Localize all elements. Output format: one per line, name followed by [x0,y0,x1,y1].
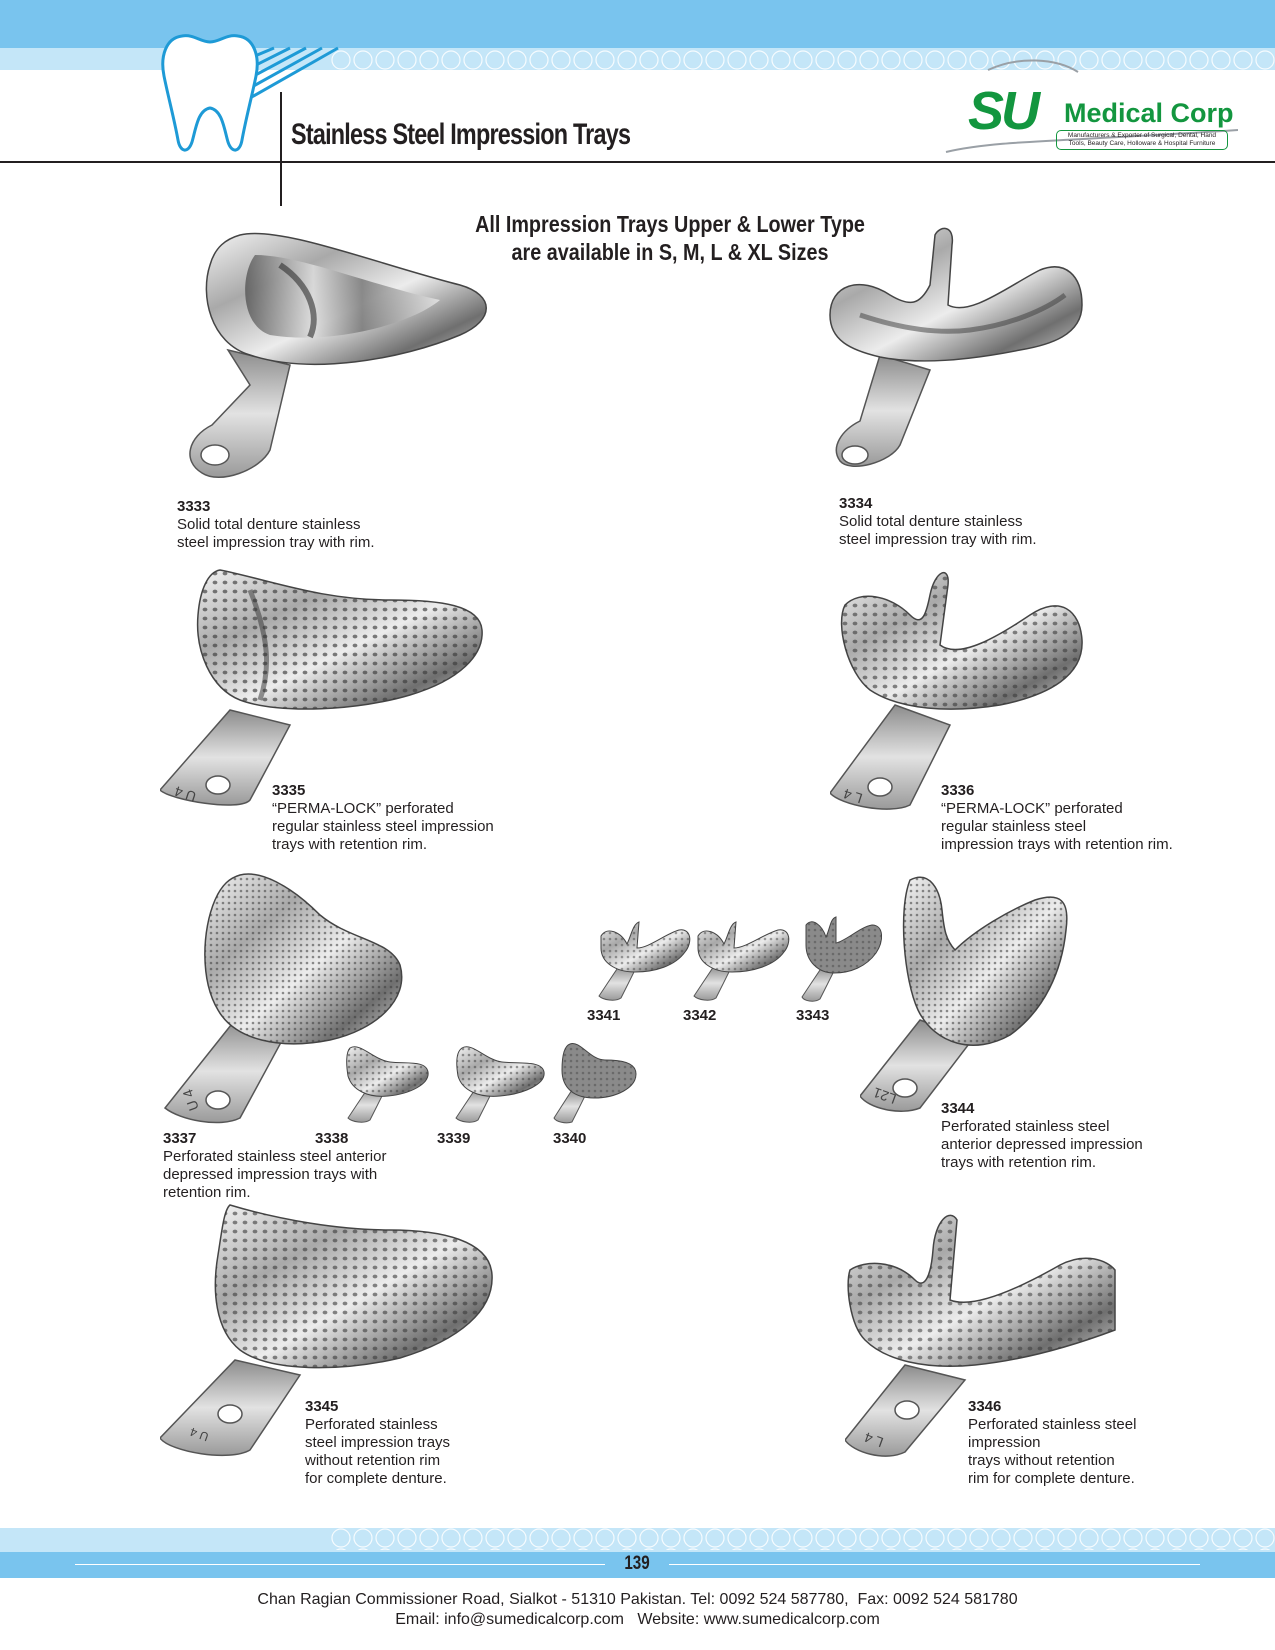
tray-image-3342 [693,921,790,1001]
tray-size-mark: L 4 [862,1429,885,1451]
tray-image-3341 [598,921,691,1001]
availability-headline: All Impression Trays Upper & Lower Type … [438,210,902,266]
tray-image-3338 [346,1046,429,1123]
tray-image-3339 [455,1046,545,1123]
tray-image-3334 [829,227,1083,467]
logo-mark: SU [968,81,1040,141]
product-code: 3345 [305,1398,339,1415]
product-caption-3334: 3334 Solid total denture stainless steel… [839,495,1037,549]
tooth-icon [161,34,259,152]
product-code: 3337 [163,1130,197,1147]
logo-tagline: Manufacturers & Exporter of Surgical, De… [1056,130,1228,150]
product-code: 3344 [941,1100,975,1117]
page-title: Stainless Steel Impression Trays [291,118,631,151]
product-caption-3337: 3337 Perforated stainless steel anterior… [163,1130,386,1202]
tray-image-3337: U 4 [163,873,403,1124]
tray-image-3336: L 4 [830,572,1083,810]
blue-stripes-ornament [250,46,339,100]
footer-address: Chan Ragian Commissioner Road, Sialkot -… [257,1591,1018,1608]
tray-image-3346: L 4 [845,1214,1116,1457]
product-code: 3335 [272,782,306,799]
product-code-3341: 3341 [587,1007,621,1024]
product-code-3340: 3340 [553,1130,587,1147]
product-description: Solid total denture stainless steel impr… [839,513,1037,548]
product-code-3343: 3343 [796,1007,830,1024]
footer-contact: Chan Ragian Commissioner Road, Sialkot -… [0,1590,1275,1630]
product-code-3339: 3339 [437,1130,471,1147]
product-code: 3336 [941,782,975,799]
footer-loop-ornament [330,1528,1275,1550]
product-caption-3344: 3344 Perforated stainless steel anterior… [941,1100,1143,1172]
tray-size-mark: U 4 [179,1087,202,1113]
brand-logo: SU Medical Corp Manufacturers & Exporter… [938,52,1238,162]
product-code-3338: 3338 [315,1130,349,1147]
footer-email-website: Email: info@sumedicalcorp.com Website: w… [395,1611,880,1628]
product-caption-3345: 3345 Perforated stainless steel impressi… [305,1398,450,1488]
logo-swoosh-icon [945,59,1238,153]
product-caption-3335: 3335 “PERMA-LOCK” perforated regular sta… [272,782,494,854]
product-description: Perforated stainless steel impression tr… [305,1416,451,1487]
tray-size-mark: U 4 [172,783,198,805]
tray-image-3344: L21 [860,876,1068,1112]
header-vertical-rule [280,92,282,206]
product-caption-3346: 3346 Perforated stainless steel impressi… [968,1398,1136,1488]
product-code: 3334 [839,495,873,512]
tray-size-mark: L21 [871,1084,899,1107]
tray-image-3345: U 4 [160,1204,493,1457]
product-code: 3346 [968,1398,1002,1415]
tray-image-3335: U 4 [160,569,483,806]
header-loop-ornament [330,50,1275,70]
headline-line-2: are available in S, M, L & XL Sizes [511,239,829,265]
page-number: 139 [605,1553,669,1575]
tray-size-mark: L 4 [841,786,864,807]
product-description: Perforated stainless steel impression tr… [968,1416,1137,1487]
headline-line-1: All Impression Trays Upper & Lower Type [475,211,865,237]
product-description: “PERMA-LOCK” perforated regular stainles… [941,800,1173,853]
header-rule [0,161,1275,163]
product-code-3342: 3342 [683,1007,717,1024]
tray-size-mark: U 4 [188,1424,211,1444]
logo-name: Medical Corp [1064,98,1234,128]
tray-image-3333 [189,232,487,478]
product-description: “PERMA-LOCK” perforated regular stainles… [272,800,494,853]
product-description: Solid total denture stainless steel impr… [177,516,375,551]
product-description: Perforated stainless steel anterior depr… [163,1148,387,1201]
product-description: Perforated stainless steel anterior depr… [941,1118,1143,1171]
tray-image-3340 [553,1043,637,1124]
tray-image-3343 [801,916,882,1002]
header-band [0,0,1275,48]
product-code: 3333 [177,498,211,515]
product-caption-3336: 3336 “PERMA-LOCK” perforated regular sta… [941,782,1173,854]
product-caption-3333: 3333 Solid total denture stainless steel… [177,498,375,552]
